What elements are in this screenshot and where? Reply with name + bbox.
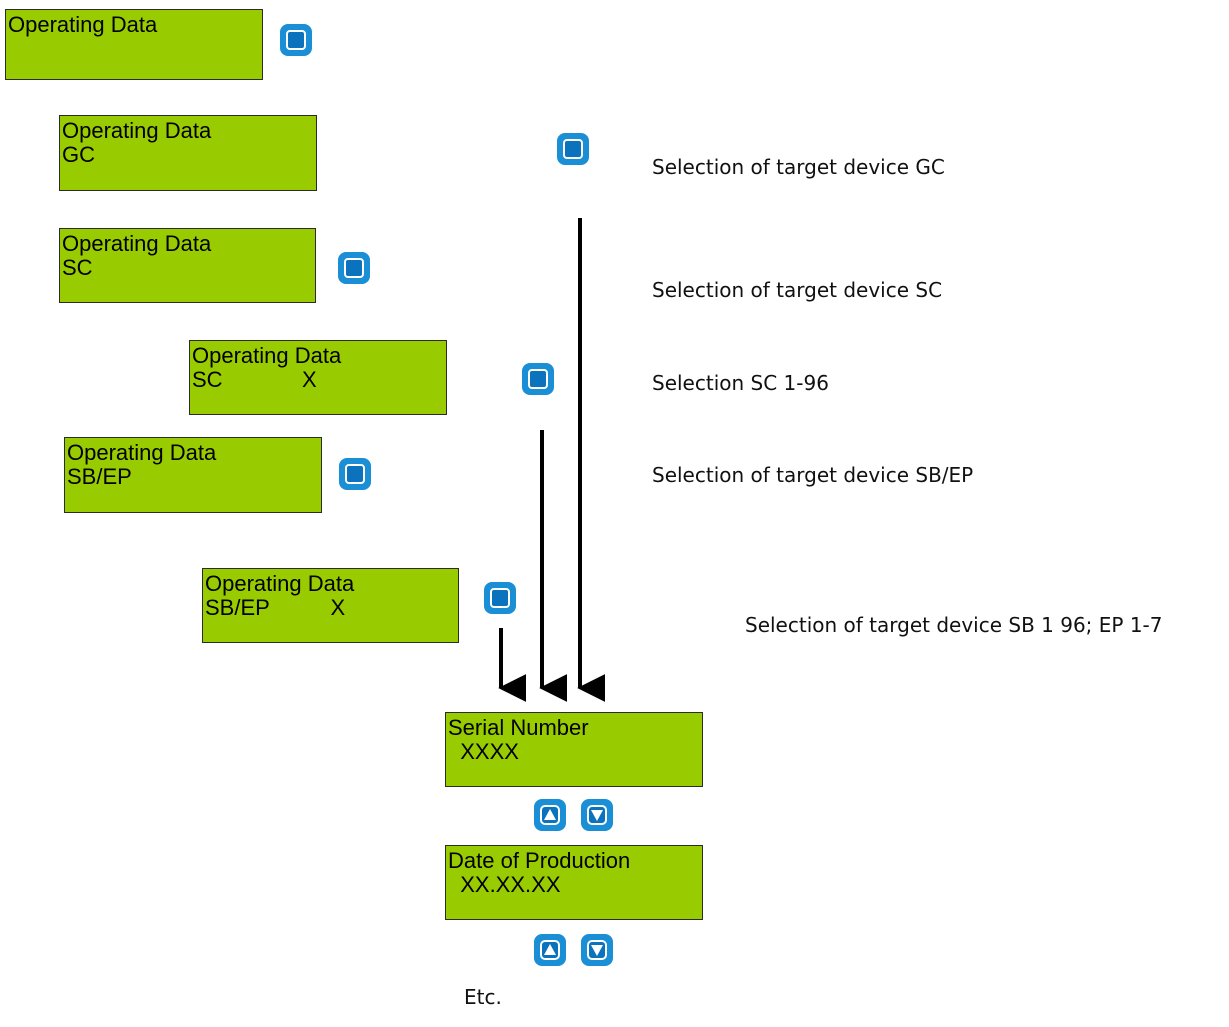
lcd-line1: Operating Data [205, 571, 355, 596]
lcd-operating-data-sc-x: Operating Data SC X [189, 340, 447, 415]
lcd-line1: Operating Data [8, 12, 158, 37]
lcd-line1: Operating Data [62, 231, 212, 256]
up-arrow-key-icon[interactable] [534, 934, 566, 966]
down-arrow-key-icon[interactable] [581, 934, 613, 966]
desc-target-sbep: Selection of target device SB/EP [652, 463, 974, 487]
lcd-serial-number: Serial Number XXXX [445, 712, 703, 787]
lcd-line2: SC X [192, 367, 317, 392]
lcd-line1: Operating Data [67, 440, 217, 465]
lcd-line2: SC [62, 255, 93, 280]
lcd-line2: GC [62, 142, 95, 167]
lcd-operating-data: Operating Data [5, 9, 263, 80]
desc-sc-range: Selection SC 1-96 [652, 371, 829, 395]
lcd-line2: SB/EP X [205, 595, 346, 620]
lcd-line2: XX.XX.XX [448, 872, 561, 897]
lcd-operating-data-sbep-x: Operating Data SB/EP X [202, 568, 459, 643]
lcd-line1: Date of Production [448, 848, 631, 873]
enter-key-icon[interactable] [484, 582, 516, 614]
enter-key-icon[interactable] [522, 363, 554, 395]
desc-target-gc: Selection of target device GC [652, 155, 945, 179]
enter-key-icon[interactable] [339, 458, 371, 490]
lcd-date-of-production: Date of Production XX.XX.XX [445, 845, 703, 920]
lcd-line1: Serial Number [448, 715, 589, 740]
lcd-line2: XXXX [448, 739, 519, 764]
enter-key-icon[interactable] [557, 133, 589, 165]
lcd-operating-data-sbep: Operating Data SB/EP [64, 437, 322, 513]
lcd-line1: Operating Data [62, 118, 212, 143]
up-arrow-key-icon[interactable] [534, 799, 566, 831]
enter-key-icon[interactable] [338, 252, 370, 284]
lcd-operating-data-gc: Operating Data GC [59, 115, 317, 191]
footer-etc: Etc. [464, 985, 502, 1009]
down-arrow-key-icon[interactable] [581, 799, 613, 831]
lcd-line2: SB/EP [67, 464, 132, 489]
lcd-operating-data-sc: Operating Data SC [59, 228, 316, 303]
desc-sbep-range: Selection of target device SB 1 96; EP 1… [745, 613, 1163, 637]
lcd-line1: Operating Data [192, 343, 342, 368]
desc-target-sc: Selection of target device SC [652, 278, 943, 302]
enter-key-icon[interactable] [280, 24, 312, 56]
